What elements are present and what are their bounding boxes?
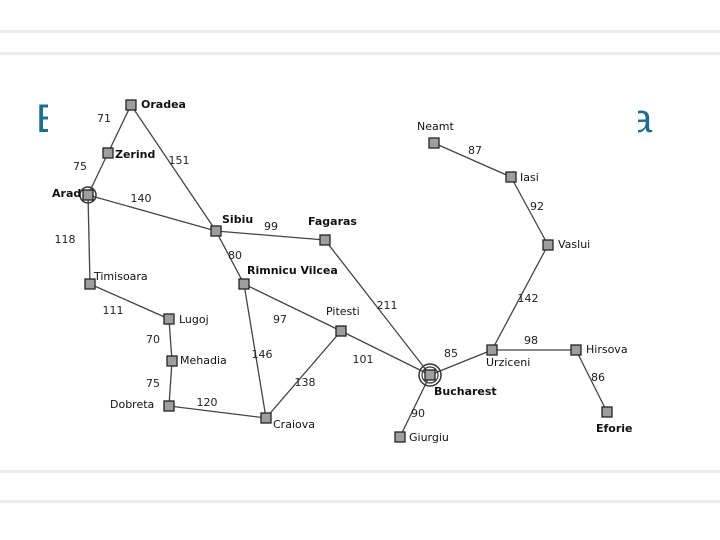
city-label-zerind: Zerind: [115, 148, 155, 161]
road-pitesti-bucharest: [340, 330, 431, 376]
city-label-iasi: Iasi: [520, 171, 539, 184]
road-distance-label: 138: [295, 376, 316, 389]
road-urziceni-vaslui: [491, 244, 549, 351]
road-fagaras-bucharest: [324, 239, 431, 376]
road-rimnicu-pitesti: [243, 283, 342, 332]
city-node-bucharest: [418, 363, 442, 387]
road-distance-label: 151: [169, 154, 190, 167]
background-stripe: [0, 52, 720, 55]
city-label-urziceni: Urziceni: [486, 356, 530, 369]
city-node-urziceni: [486, 344, 498, 356]
roads-layer: [87, 104, 608, 438]
road-distance-label: 111: [103, 304, 124, 317]
city-label-sibiu: Sibiu: [222, 213, 253, 226]
city-label-oradea: Oradea: [141, 98, 186, 111]
city-labels-layer: OradeaZerindAradTimisoaraLugojMehadiaDob…: [52, 98, 633, 444]
city-node-mehadia: [166, 355, 178, 367]
city-label-timisoara: Timisoara: [93, 270, 148, 283]
road-vaslui-iasi: [510, 176, 549, 246]
city-node-rimnicu: [238, 278, 250, 290]
city-node-arad: [79, 186, 97, 204]
road-mehadia-dobreta: [168, 360, 173, 407]
road-sibiu-fagaras: [215, 230, 326, 241]
road-distance-label: 70: [146, 333, 160, 346]
road-distance-label: 92: [530, 200, 544, 213]
city-label-rimnicu: Rimnicu Vilcea: [247, 264, 338, 277]
road-distance-label: 118: [55, 233, 76, 246]
city-label-craiova: Craiova: [273, 418, 315, 431]
road-arad-sibiu: [87, 194, 217, 232]
city-node-vaslui: [542, 239, 554, 251]
city-node-timisoara: [84, 278, 96, 290]
road-iasi-neamt: [433, 142, 512, 178]
road-distance-label: 140: [131, 192, 152, 205]
road-distance-label: 101: [353, 353, 374, 366]
road-distance-label: 99: [264, 220, 278, 233]
background-stripe: [0, 500, 720, 503]
road-distance-label: 86: [591, 371, 605, 384]
city-label-pitesti: Pitesti: [326, 305, 360, 318]
road-sibiu-rimnicu: [215, 230, 245, 285]
road-rimnicu-craiova: [243, 283, 267, 419]
road-distance-label: 80: [228, 249, 242, 262]
city-label-eforie: Eforie: [596, 422, 633, 435]
road-hirsova-eforie: [575, 349, 608, 413]
city-node-sibiu: [210, 225, 222, 237]
romania-road-map: 71 75 151 140 118 111 70 75 120 99 80 146 97 138 101 21…: [48, 88, 638, 448]
road-oradea-zerind: [107, 104, 132, 154]
road-timisoara-lugoj: [89, 283, 170, 320]
city-label-neamt: Neamt: [417, 120, 454, 133]
city-label-dobreta: Dobreta: [110, 398, 154, 411]
city-node-neamt: [428, 137, 440, 149]
road-distance-label: 71: [97, 112, 111, 125]
city-node-oradea: [125, 99, 137, 111]
road-distance-label: 75: [73, 160, 87, 173]
city-label-giurgiu: Giurgiu: [409, 431, 449, 444]
road-distance-label: 146: [252, 348, 273, 361]
road-distance-label: 98: [524, 334, 538, 347]
city-node-craiova: [260, 412, 272, 424]
distance-labels-layer: 71 75 151 140 118 111 70 75 120 99 80 146 97 138 101 21…: [55, 112, 606, 420]
city-node-eforie: [601, 406, 613, 418]
road-distance-label: 75: [146, 377, 160, 390]
road-distance-label: 97: [273, 313, 287, 326]
city-node-hirsova: [570, 344, 582, 356]
road-distance-label: 211: [377, 299, 398, 312]
city-label-hirsova: Hirsova: [586, 343, 628, 356]
city-node-zerind: [102, 147, 114, 159]
road-distance-label: 85: [444, 347, 458, 360]
cities-layer: [79, 99, 613, 443]
map-graph: 71 75 151 140 118 111 70 75 120 99 80 146 97 138 101 21…: [52, 98, 633, 444]
city-node-pitesti: [335, 325, 347, 337]
city-label-mehadia: Mehadia: [180, 354, 227, 367]
road-zerind-arad: [87, 152, 109, 196]
road-distance-label: 87: [468, 144, 482, 157]
city-node-iasi: [505, 171, 517, 183]
city-label-fagaras: Fagaras: [308, 215, 357, 228]
road-dobreta-craiova: [168, 405, 267, 419]
city-node-lugoj: [163, 313, 175, 325]
background-stripe: [0, 30, 720, 33]
city-node-giurgiu: [394, 431, 406, 443]
road-distance-label: 120: [197, 396, 218, 409]
city-label-arad: Arad: [52, 187, 81, 200]
city-node-fagaras: [319, 234, 331, 246]
road-lugoj-mehadia: [168, 318, 173, 362]
background-stripe: [0, 470, 720, 473]
city-label-lugoj: Lugoj: [179, 313, 209, 326]
road-distance-label: 142: [518, 292, 539, 305]
city-label-vaslui: Vaslui: [558, 238, 590, 251]
road-oradea-sibiu: [130, 104, 217, 232]
road-craiova-pitesti: [265, 330, 342, 419]
city-node-dobreta: [163, 400, 175, 412]
road-distance-label: 90: [411, 407, 425, 420]
road-arad-timisoara: [87, 194, 91, 285]
road-bucharest-urziceni: [429, 349, 493, 376]
city-label-bucharest: Bucharest: [434, 385, 497, 398]
